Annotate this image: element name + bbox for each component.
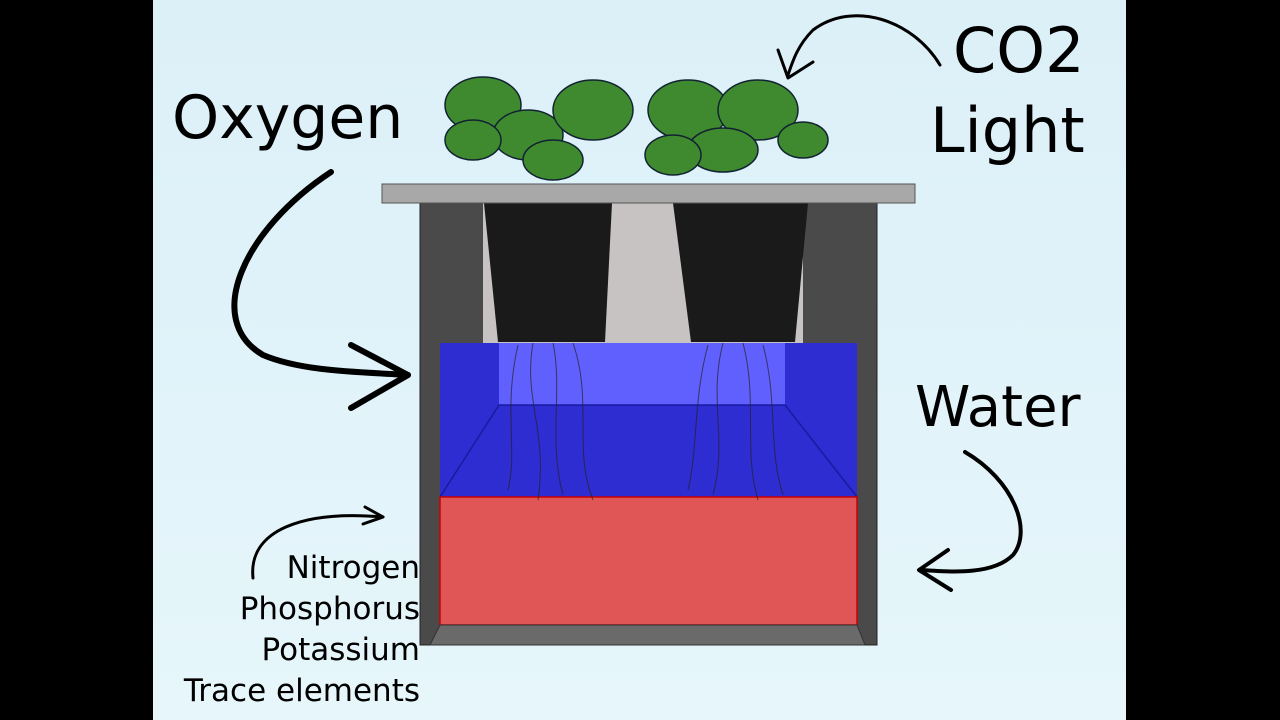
water-arrow — [919, 450, 1023, 574]
hydroponics-diagram: Oxygen CO2 Light Water Nitrogen Phosphor… — [153, 0, 1126, 720]
oxygen-arrow — [231, 169, 411, 378]
light-label: Light — [930, 94, 1085, 167]
oxygen-label: Oxygen — [172, 83, 404, 153]
nutrient-layer — [439, 496, 858, 626]
nutrients-list: Nitrogen Phosphorus Potassium Trace elem… — [184, 548, 420, 712]
arrows — [231, 14, 1023, 592]
water-label: Water — [915, 375, 1081, 440]
pot-right — [673, 203, 808, 342]
nutrient-item: Potassium — [261, 632, 420, 668]
nutrient-item: Trace elements — [183, 673, 420, 709]
pot-left — [484, 203, 612, 342]
diagram-graphic — [231, 14, 1023, 646]
nutrient-item: Phosphorus — [239, 591, 420, 627]
roots — [507, 342, 784, 501]
plants — [444, 76, 829, 181]
water-surface — [499, 343, 785, 405]
co2-label: CO2 — [953, 14, 1085, 87]
tray-lid — [381, 183, 916, 204]
nutrient-item: Nitrogen — [286, 550, 420, 586]
co2-arrow — [786, 14, 942, 77]
nutrient-arrow — [251, 514, 385, 580]
